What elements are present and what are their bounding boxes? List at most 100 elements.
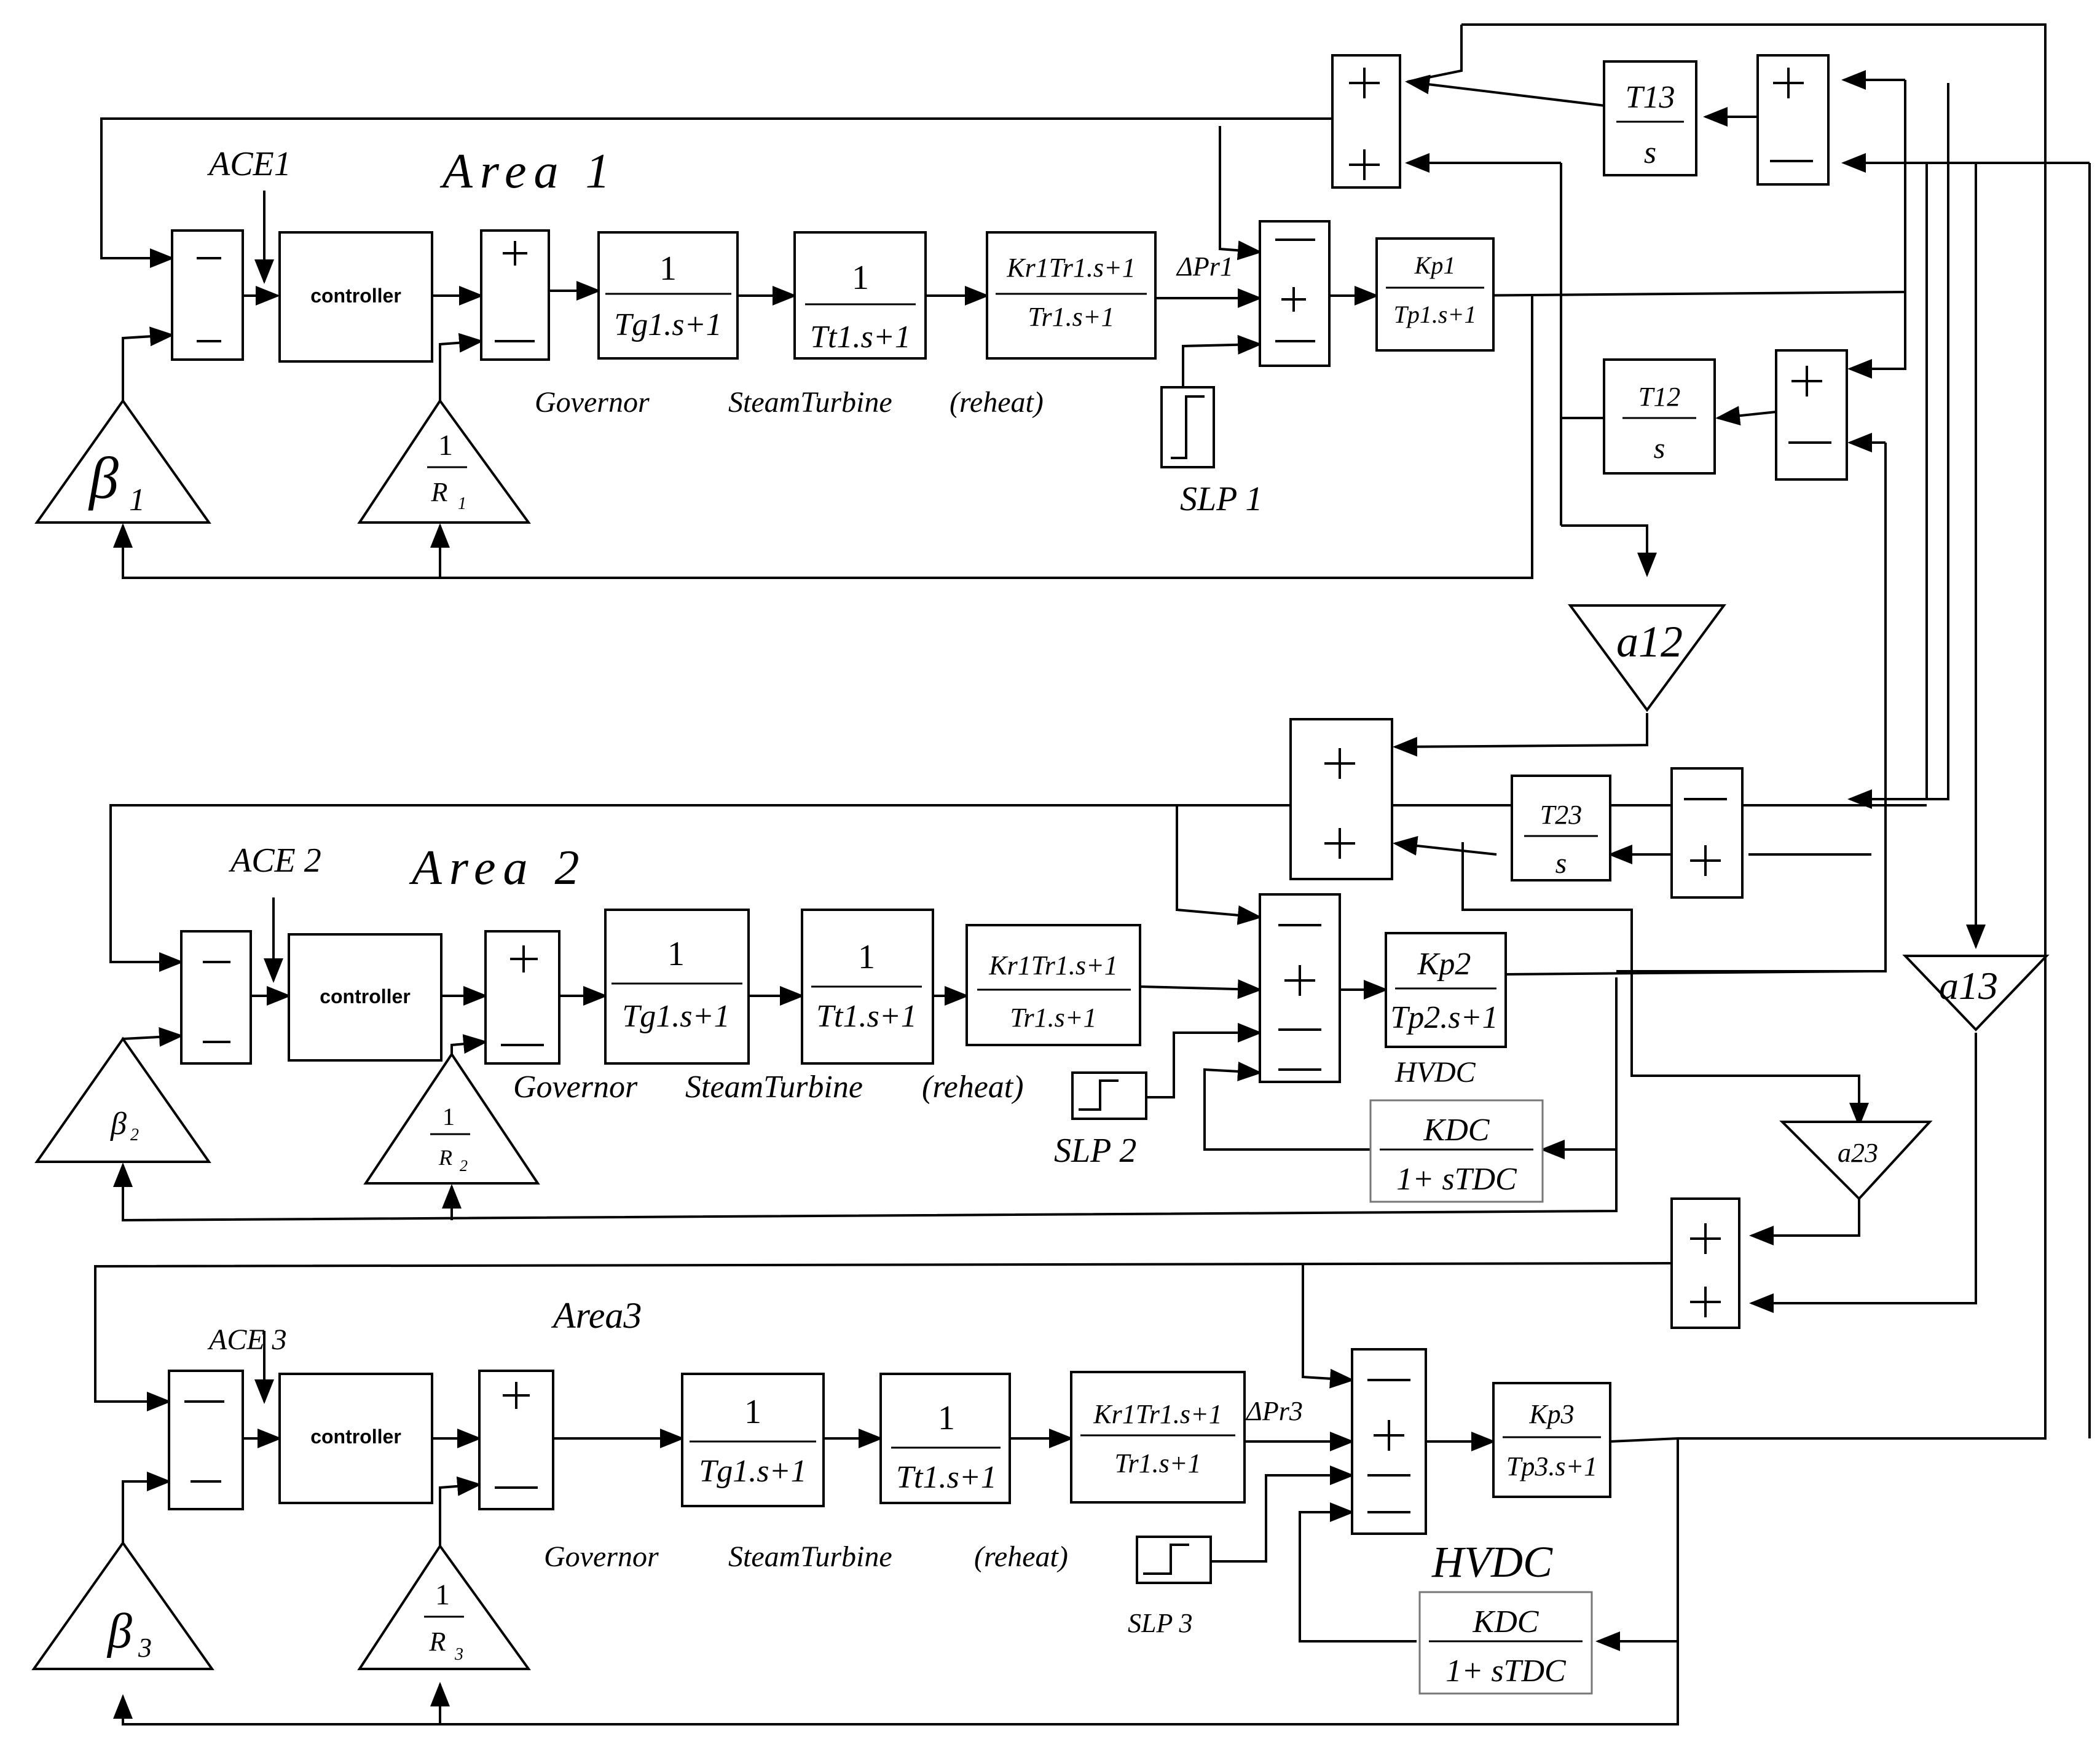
svg-text:Tp3.s+1: Tp3.s+1 xyxy=(1506,1451,1597,1481)
t23-block[interactable]: T23 s xyxy=(1511,775,1611,881)
svg-text:Tp1.s+1: Tp1.s+1 xyxy=(1394,301,1477,328)
area2-hvdc-label: HVDC xyxy=(1394,1056,1476,1089)
svg-text:1: 1 xyxy=(458,494,466,513)
svg-text:Kp1: Kp1 xyxy=(1414,251,1456,279)
area3-hvdc-block[interactable]: KDC 1+ sTDC xyxy=(1418,1591,1593,1695)
area1-sum-droop[interactable] xyxy=(480,229,550,361)
svg-text:1: 1 xyxy=(744,1393,761,1431)
area-1-title: Area 1 xyxy=(439,144,618,199)
area1-delta-p-label: ΔPr1 xyxy=(1176,251,1233,282)
area1-beta-gain[interactable]: β 1 xyxy=(34,398,211,524)
svg-text:1: 1 xyxy=(129,483,145,518)
area-2: T23 s Area 2 ACE 2 controller 1 xyxy=(34,718,2050,1203)
svg-text:3: 3 xyxy=(454,1645,463,1664)
area3-tie-summer[interactable] xyxy=(1670,1197,1740,1329)
svg-text:β: β xyxy=(88,445,119,511)
area1-power-system-block[interactable]: Kp1 Tp1.s+1 xyxy=(1375,237,1495,352)
a12-gain[interactable]: a12 xyxy=(1568,604,1726,712)
area1-reheat-label: (reheat) xyxy=(950,386,1044,419)
svg-text:a23: a23 xyxy=(1838,1138,1878,1168)
area-3-title: Area3 xyxy=(551,1295,642,1336)
area3-turbine-block[interactable]: 1 Tt1.s+1 xyxy=(879,1373,1011,1504)
svg-text:3: 3 xyxy=(138,1633,152,1663)
area1-droop-gain[interactable]: 1 R 1 xyxy=(357,398,531,524)
area2-reheat-label: (reheat) xyxy=(922,1070,1024,1105)
svg-text:1: 1 xyxy=(858,938,875,976)
area3-power-system-block[interactable]: Kp3 Tp3.s+1 xyxy=(1492,1382,1611,1498)
t13-block[interactable]: T13 s xyxy=(1603,60,1697,176)
svg-text:a13: a13 xyxy=(1939,964,1998,1008)
area2-hvdc-block[interactable]: KDC 1+ sTDC xyxy=(1369,1099,1544,1203)
svg-text:T12: T12 xyxy=(1638,382,1680,412)
tie-line-top-summer[interactable] xyxy=(1331,54,1401,189)
area1-reheat-block[interactable]: Kr1Tr1.s+1 Tr1.s+1 xyxy=(986,231,1157,360)
area3-governor-block[interactable]: 1 Tg1.s+1 xyxy=(681,1373,825,1507)
svg-text:1: 1 xyxy=(938,1399,955,1437)
svg-text:1: 1 xyxy=(438,429,453,462)
svg-text:Tg1.s+1: Tg1.s+1 xyxy=(614,307,722,342)
svg-text:1: 1 xyxy=(442,1103,455,1130)
area1-turbine-block[interactable]: 1 Tt1.s+1 xyxy=(793,231,927,360)
t23-summer[interactable] xyxy=(1670,767,1744,899)
area3-delta-p-label: ΔPr3 xyxy=(1245,1396,1303,1426)
area3-beta-gain[interactable]: β 3 xyxy=(31,1540,214,1670)
a13-gain[interactable]: a13 xyxy=(1902,955,2050,1031)
svg-text:T13: T13 xyxy=(1626,80,1675,115)
t12-summer[interactable] xyxy=(1775,349,1848,481)
svg-text:1: 1 xyxy=(435,1579,450,1611)
svg-text:Tr1.s+1: Tr1.s+1 xyxy=(1010,1003,1097,1033)
area2-sum-ace[interactable] xyxy=(180,930,252,1065)
area3-controller[interactable]: controller xyxy=(278,1373,433,1504)
area2-reheat-block[interactable]: Kr1Tr1.s+1 Tr1.s+1 xyxy=(965,924,1141,1046)
area2-tie-summer[interactable] xyxy=(1289,718,1393,880)
ace2-label: ACE 2 xyxy=(228,842,321,880)
area3-reheat-label: (reheat) xyxy=(974,1540,1068,1573)
area2-turbine-block[interactable]: 1 Tt1.s+1 xyxy=(801,909,934,1065)
area1-main-summer[interactable] xyxy=(1259,220,1331,367)
area2-slp-step-icon[interactable] xyxy=(1071,1071,1147,1120)
area3-slp-label: SLP 3 xyxy=(1128,1608,1193,1638)
area3-droop-gain[interactable]: 1 R 3 xyxy=(357,1544,531,1670)
area2-governor-label: Governor xyxy=(513,1070,638,1105)
ace3-label: ACE 3 xyxy=(207,1323,287,1356)
area2-sum-droop[interactable] xyxy=(484,930,560,1065)
area-2-title: Area 2 xyxy=(409,841,587,895)
svg-text:Tr1.s+1: Tr1.s+1 xyxy=(1028,302,1115,332)
area3-reheat-block[interactable]: Kr1Tr1.s+1 Tr1.s+1 xyxy=(1070,1371,1246,1504)
svg-text:a12: a12 xyxy=(1616,617,1683,666)
signal-wires xyxy=(94,23,2091,1725)
svg-text:controller: controller xyxy=(320,985,411,1008)
area2-droop-gain[interactable]: 1 R 2 xyxy=(363,1052,540,1185)
svg-text:1+ sTDC: 1+ sTDC xyxy=(1396,1162,1517,1197)
area2-power-system-block[interactable]: Kp2 Tp2.s+1 xyxy=(1385,932,1507,1048)
area3-slp-step-icon[interactable] xyxy=(1136,1536,1212,1584)
svg-text:1: 1 xyxy=(659,250,677,288)
area2-controller[interactable]: controller xyxy=(288,933,442,1062)
area2-governor-block[interactable]: 1 Tg1.s+1 xyxy=(604,909,750,1065)
ace1-label: ACE1 xyxy=(206,145,291,183)
svg-text:1+ sTDC: 1+ sTDC xyxy=(1445,1654,1567,1689)
svg-text:Kr1Tr1.s+1: Kr1Tr1.s+1 xyxy=(1006,253,1135,283)
area1-slp-step-icon[interactable] xyxy=(1160,386,1215,468)
area1-sum-ace[interactable] xyxy=(171,229,244,361)
svg-text:s: s xyxy=(1654,432,1665,465)
svg-text:Kp3: Kp3 xyxy=(1528,1399,1574,1429)
svg-text:s: s xyxy=(1644,135,1656,170)
area-3: Area3 ACE 3 controller 1 Tg1.s+1 1 Tt1.s… xyxy=(31,1197,1740,1695)
svg-text:β: β xyxy=(110,1106,127,1142)
t13-summer[interactable] xyxy=(1756,54,1830,186)
svg-text:1: 1 xyxy=(667,935,685,973)
area3-sum-ace[interactable] xyxy=(168,1370,244,1510)
svg-text:β: β xyxy=(106,1604,132,1658)
a23-gain[interactable]: a23 xyxy=(1779,1121,1933,1201)
svg-text:Tg1.s+1: Tg1.s+1 xyxy=(622,999,729,1034)
area3-sum-droop[interactable] xyxy=(478,1370,554,1510)
area3-main-summer[interactable] xyxy=(1351,1348,1427,1535)
area1-controller[interactable]: controller xyxy=(278,231,433,363)
area3-governor-label: Governor xyxy=(544,1540,659,1573)
area1-governor-block[interactable]: 1 Tg1.s+1 xyxy=(597,231,739,360)
t12-block[interactable]: T12 s xyxy=(1603,358,1716,475)
area2-main-summer[interactable] xyxy=(1259,893,1341,1083)
area2-beta-gain[interactable]: β 2 xyxy=(34,1036,211,1163)
